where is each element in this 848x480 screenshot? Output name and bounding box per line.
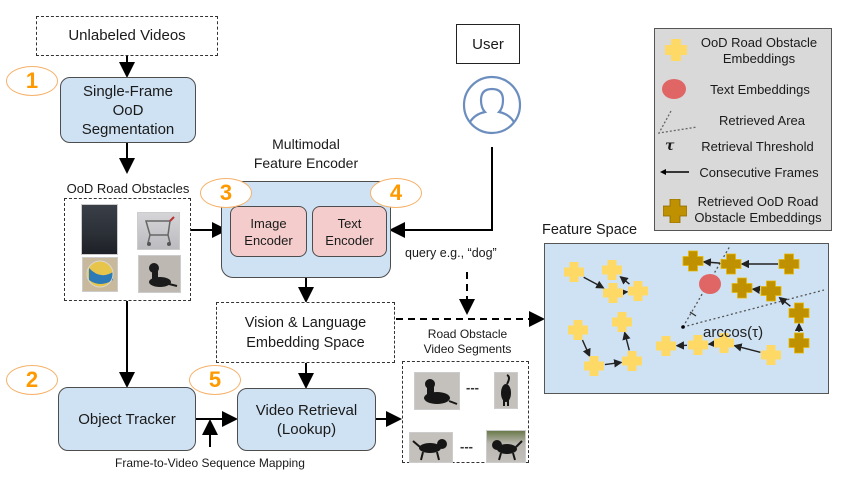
legend-text-line1: OoD Road Obstacle bbox=[700, 35, 818, 50]
dark-cross-icon bbox=[663, 199, 687, 223]
vl-space-line2: Embedding Space bbox=[246, 334, 365, 351]
red-ellipse-icon bbox=[662, 79, 686, 99]
legend-item-retrieval-threshold: Retrieval Threshold bbox=[685, 139, 830, 155]
video-segments-box: --- --- bbox=[402, 361, 529, 463]
thumbnail-dog bbox=[138, 255, 181, 293]
segmentation-label-line3: Segmentation bbox=[81, 120, 175, 138]
step-badge-1: 1 bbox=[6, 66, 58, 96]
vision-language-embedding-space-box: Vision & Language Embedding Space bbox=[216, 302, 395, 363]
single-frame-ood-segmentation-box: Single-Frame OoD Segmentation bbox=[60, 77, 196, 143]
dotted-angle-icon bbox=[657, 110, 698, 134]
text-encoder-line1: Text bbox=[337, 215, 362, 231]
video-retrieval-line2: (Lookup) bbox=[276, 420, 337, 438]
thumbnail-trash-bin bbox=[81, 204, 118, 255]
unlabeled-videos-box: Unlabeled Videos bbox=[36, 16, 218, 56]
image-encoder-line1: Image bbox=[250, 215, 287, 231]
ood-obstacles-box bbox=[64, 198, 191, 301]
unlabeled-videos-label: Unlabeled Videos bbox=[68, 27, 186, 44]
legend-text-line1: Text Embeddings bbox=[710, 82, 810, 97]
legend-text-line1: Retrieval Threshold bbox=[701, 139, 814, 154]
legend-text-line2: Obstacle Embeddings bbox=[694, 210, 822, 225]
segments-title-line2: Video Segments bbox=[423, 342, 512, 356]
ood-obstacles-title: OoD Road Obstacles bbox=[66, 181, 190, 196]
user-icon bbox=[462, 75, 522, 135]
image-encoder-box: Image Encoder bbox=[230, 206, 307, 257]
step-badge-2: 2 bbox=[6, 365, 58, 395]
text-encoder-line2: Encoder bbox=[325, 232, 374, 248]
legend-text-line1: Retrieved OoD Road bbox=[697, 194, 819, 209]
feature-encoder-title: Multimodal Feature Encoder bbox=[226, 134, 386, 174]
object-tracker-label: Object Tracker bbox=[78, 410, 176, 428]
legend-text-line2: Embeddings bbox=[722, 51, 796, 66]
user-label: User bbox=[472, 35, 504, 53]
legend-item-retrieved-embeddings: Retrieved OoD Road Obstacle Embeddings bbox=[685, 194, 831, 226]
badge-number: 1 bbox=[25, 68, 39, 93]
legend-item-ood-embeddings: OoD Road Obstacle Embeddings bbox=[689, 35, 829, 67]
segment-separator: --- bbox=[460, 439, 473, 454]
light-cross-icon bbox=[665, 39, 687, 61]
badge-number: 5 bbox=[208, 367, 222, 392]
video-retrieval-box: Video Retrieval (Lookup) bbox=[237, 388, 376, 451]
legend-item-retrieved-area: Retrieved Area bbox=[697, 113, 827, 129]
segment-thumbnail-dog-walking-grass bbox=[486, 430, 526, 463]
feature-space-box bbox=[544, 243, 829, 394]
legend-text-line1: Consecutive Frames bbox=[699, 165, 819, 180]
segment-thumbnail-dog-lying bbox=[414, 372, 460, 410]
segmentation-label-line2: OoD bbox=[112, 101, 144, 119]
badge-number: 3 bbox=[219, 180, 233, 205]
tau-icon: τ bbox=[665, 138, 675, 154]
legend-item-consecutive-frames: Consecutive Frames bbox=[689, 165, 829, 181]
segment-thumbnail-dog-walking bbox=[409, 432, 453, 463]
step-badge-4: 4 bbox=[370, 178, 422, 208]
video-segments-title: Road Obstacle Video Segments bbox=[405, 327, 530, 357]
user-box: User bbox=[456, 24, 520, 64]
segments-title-line1: Road Obstacle bbox=[427, 327, 508, 341]
object-tracker-box: Object Tracker bbox=[58, 387, 196, 451]
frame-to-video-mapping-label: Frame-to-Video Sequence Mapping bbox=[115, 456, 305, 470]
encoder-title-line2: Feature Encoder bbox=[253, 155, 359, 171]
step-badge-3: 3 bbox=[200, 178, 252, 208]
video-retrieval-line1: Video Retrieval bbox=[255, 401, 358, 419]
feature-space-title: Feature Space bbox=[542, 222, 638, 238]
segmentation-label-line1: Single-Frame bbox=[82, 82, 174, 100]
segment-separator: --- bbox=[466, 380, 479, 395]
badge-number: 4 bbox=[389, 180, 403, 205]
legend-box: OoD Road Obstacle Embeddings Text Embedd… bbox=[654, 28, 832, 231]
step-badge-5: 5 bbox=[189, 365, 241, 395]
arrow-left-icon bbox=[660, 169, 689, 175]
image-encoder-line2: Encoder bbox=[244, 232, 293, 248]
vl-space-line1: Vision & Language bbox=[244, 314, 367, 331]
legend-text-line1: Retrieved Area bbox=[719, 113, 805, 128]
badge-number: 2 bbox=[25, 367, 39, 392]
thumbnail-ball bbox=[82, 257, 118, 292]
segment-thumbnail-dog-standing bbox=[494, 372, 518, 409]
thumbnail-shopping-cart bbox=[137, 212, 180, 250]
query-example: query e.g., “dog” bbox=[405, 246, 497, 260]
legend-item-text-embeddings: Text Embeddings bbox=[695, 82, 825, 98]
text-encoder-box: Text Encoder bbox=[312, 206, 387, 257]
encoder-title-line1: Multimodal bbox=[272, 136, 340, 152]
